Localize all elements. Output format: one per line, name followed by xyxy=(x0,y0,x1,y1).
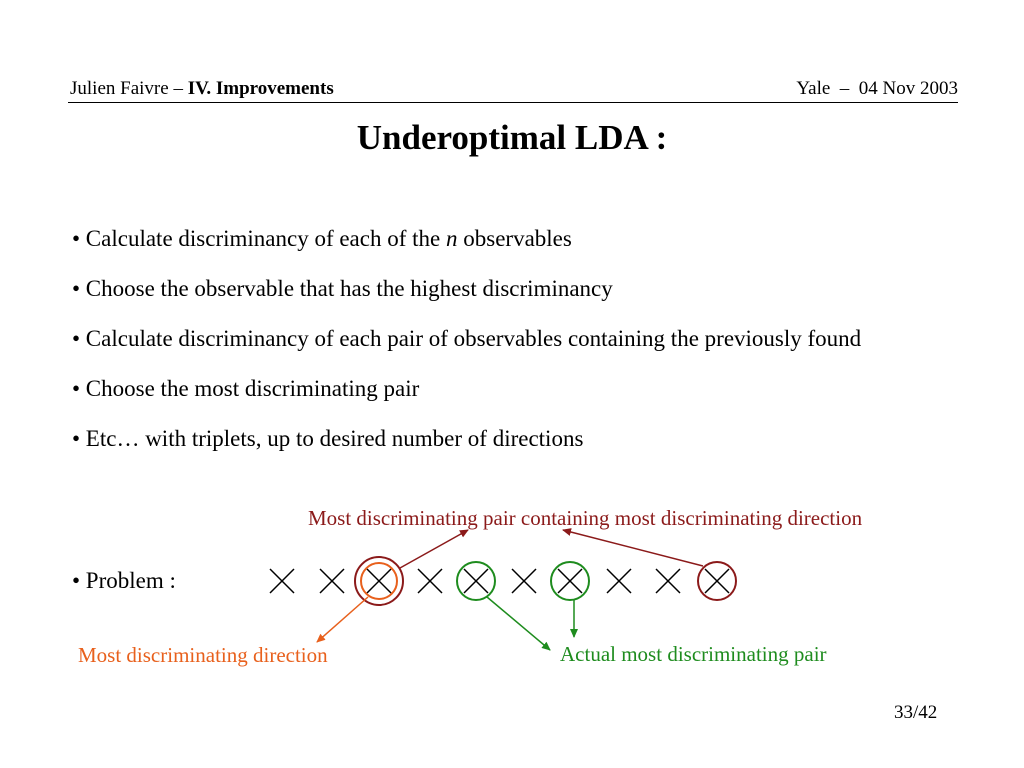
page-number: 33/42 xyxy=(894,702,938,723)
cross-mark-10 xyxy=(704,568,730,594)
bullet-list: • Calculate discriminancy of each of the… xyxy=(72,222,872,472)
header-author: Julien Faivre xyxy=(70,78,169,99)
label-actual-most-discriminating-pair: Actual most discriminating pair xyxy=(560,642,827,666)
slide-header: Julien Faivre – IV. Improvements Yale – … xyxy=(68,78,958,102)
slide-title: Underoptimal LDA : xyxy=(356,118,668,157)
cross-mark-8 xyxy=(606,568,632,594)
cross-mark-3 xyxy=(366,568,392,594)
orange-circle xyxy=(360,562,398,600)
cross-mark-5 xyxy=(463,568,489,594)
cross-mark-7 xyxy=(557,568,583,594)
darkred-arrow xyxy=(562,528,704,567)
bullet-item: • Choose the most discriminating pair xyxy=(72,376,420,401)
header-venue: Yale – 04 Nov 2003 xyxy=(796,78,958,99)
label-most-discriminating-direction: Most discriminating direction xyxy=(78,643,328,667)
cross-mark-9 xyxy=(655,568,681,594)
green-arrow xyxy=(486,596,551,651)
bullet-item: • Etc… with triplets, up to desired numb… xyxy=(72,426,584,451)
orange-arrow xyxy=(316,596,369,643)
bullet-item: • Calculate discriminancy of each of the… xyxy=(72,226,572,251)
darkred-arrow xyxy=(399,529,469,569)
bullet-item: • Choose the observable that has the hig… xyxy=(72,276,613,301)
header-rule xyxy=(68,102,958,103)
cross-mark-1 xyxy=(269,568,295,594)
header-section: IV. Improvements xyxy=(187,78,334,99)
problem-label: • Problem : xyxy=(72,568,176,593)
darkred-circle xyxy=(354,556,404,606)
darkred-circle xyxy=(697,561,737,601)
label-pair-containing-direction: Most discriminating pair containing most… xyxy=(308,506,863,530)
bullet-item: • Calculate discriminancy of each pair o… xyxy=(72,326,862,351)
header-dash: – xyxy=(173,78,183,99)
cross-mark-4 xyxy=(417,568,443,594)
cross-mark-6 xyxy=(511,568,537,594)
header-left: Julien Faivre – IV. Improvements xyxy=(70,78,334,100)
green-circle xyxy=(550,561,590,601)
green-circle xyxy=(456,561,496,601)
cross-mark-2 xyxy=(319,568,345,594)
